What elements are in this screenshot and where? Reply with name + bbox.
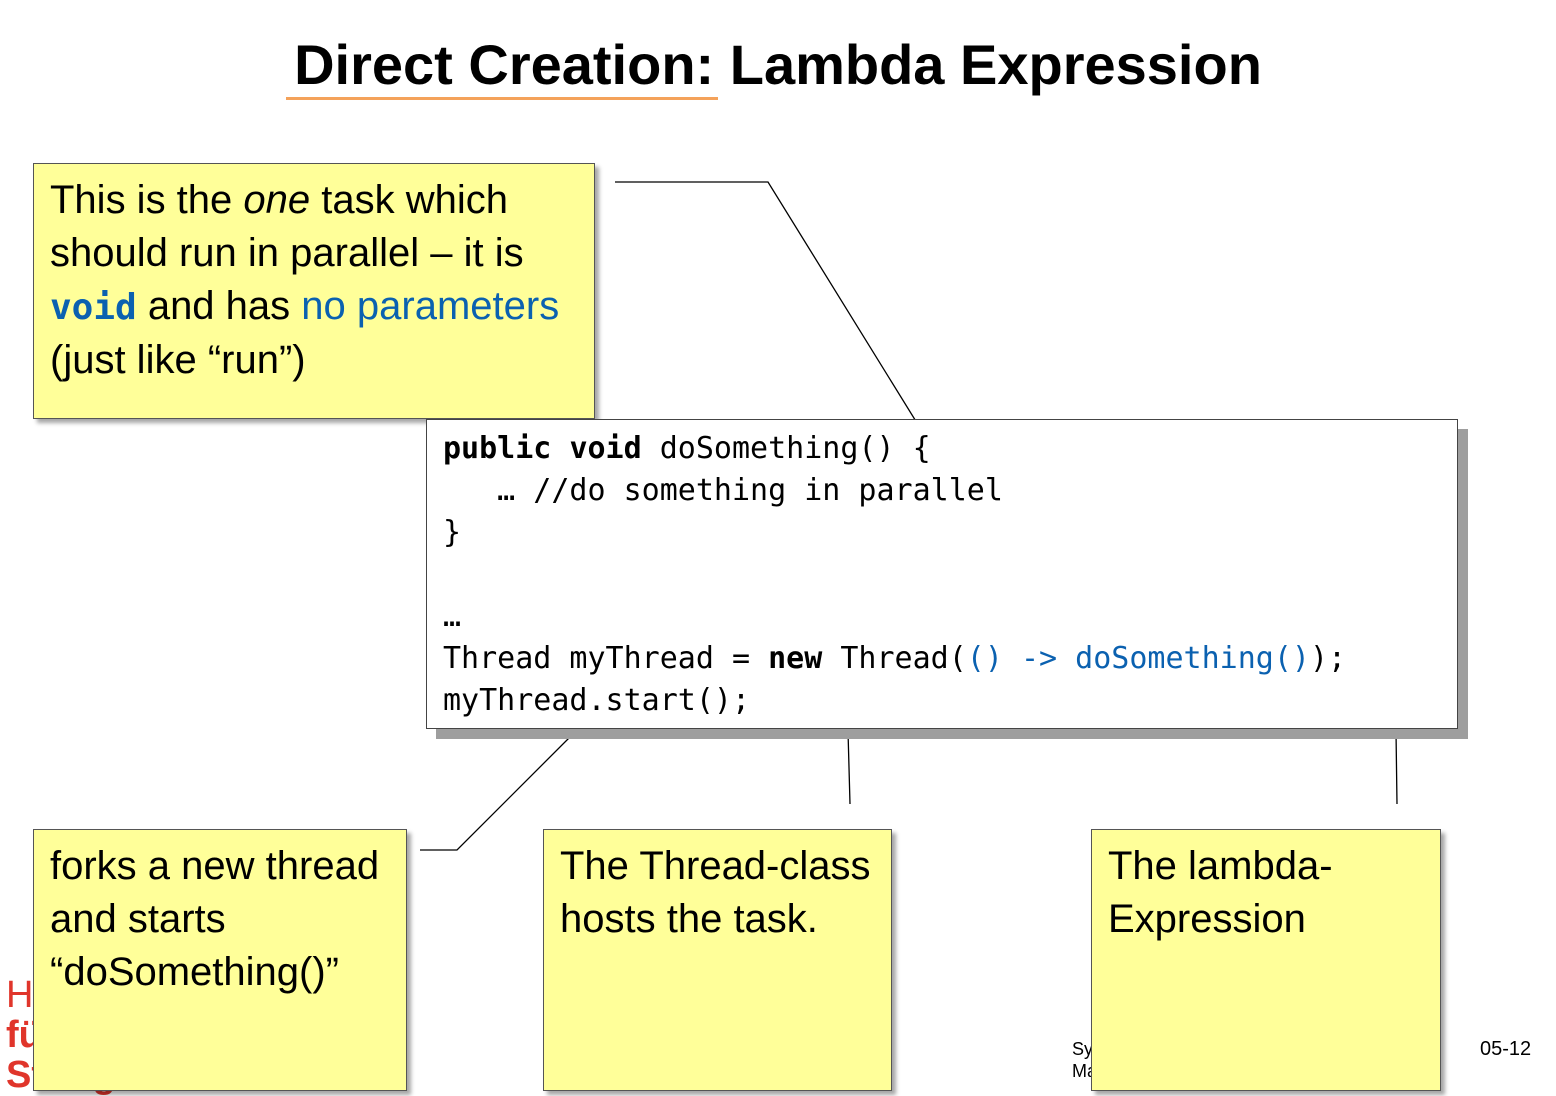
code-line-4: [443, 554, 1457, 596]
slide-title: Direct Creation: Lambda Expression: [294, 33, 1262, 96]
callout-line-top: [615, 181, 931, 445]
note-lambda-expression: The lambda-Expression: [1091, 829, 1441, 1091]
code-line-1: public void doSomething() {: [443, 431, 931, 466]
callout-line-fork: [420, 721, 586, 851]
code-block: public void doSomething() { … //do somet…: [426, 419, 1458, 729]
note-thread-class: The Thread-class hosts the task.: [543, 829, 892, 1091]
code-line-2: … //do something in parallel: [443, 473, 1003, 508]
note-void-task: This is the one task which should run in…: [33, 163, 595, 419]
code-line-3: }: [443, 515, 462, 550]
page-number: 05-12: [1480, 1038, 1532, 1060]
footer-course-text: Sy Ma: [1072, 1039, 1098, 1081]
code-line-6: Thread myThread = new Thread(() -> doSom…: [443, 641, 1347, 676]
note-fork-thread: forks a new thread and starts “doSomethi…: [33, 829, 407, 1091]
code-line-5: …: [443, 599, 462, 634]
title-underline: [286, 97, 718, 100]
code-line-7: myThread.start();: [443, 683, 751, 718]
